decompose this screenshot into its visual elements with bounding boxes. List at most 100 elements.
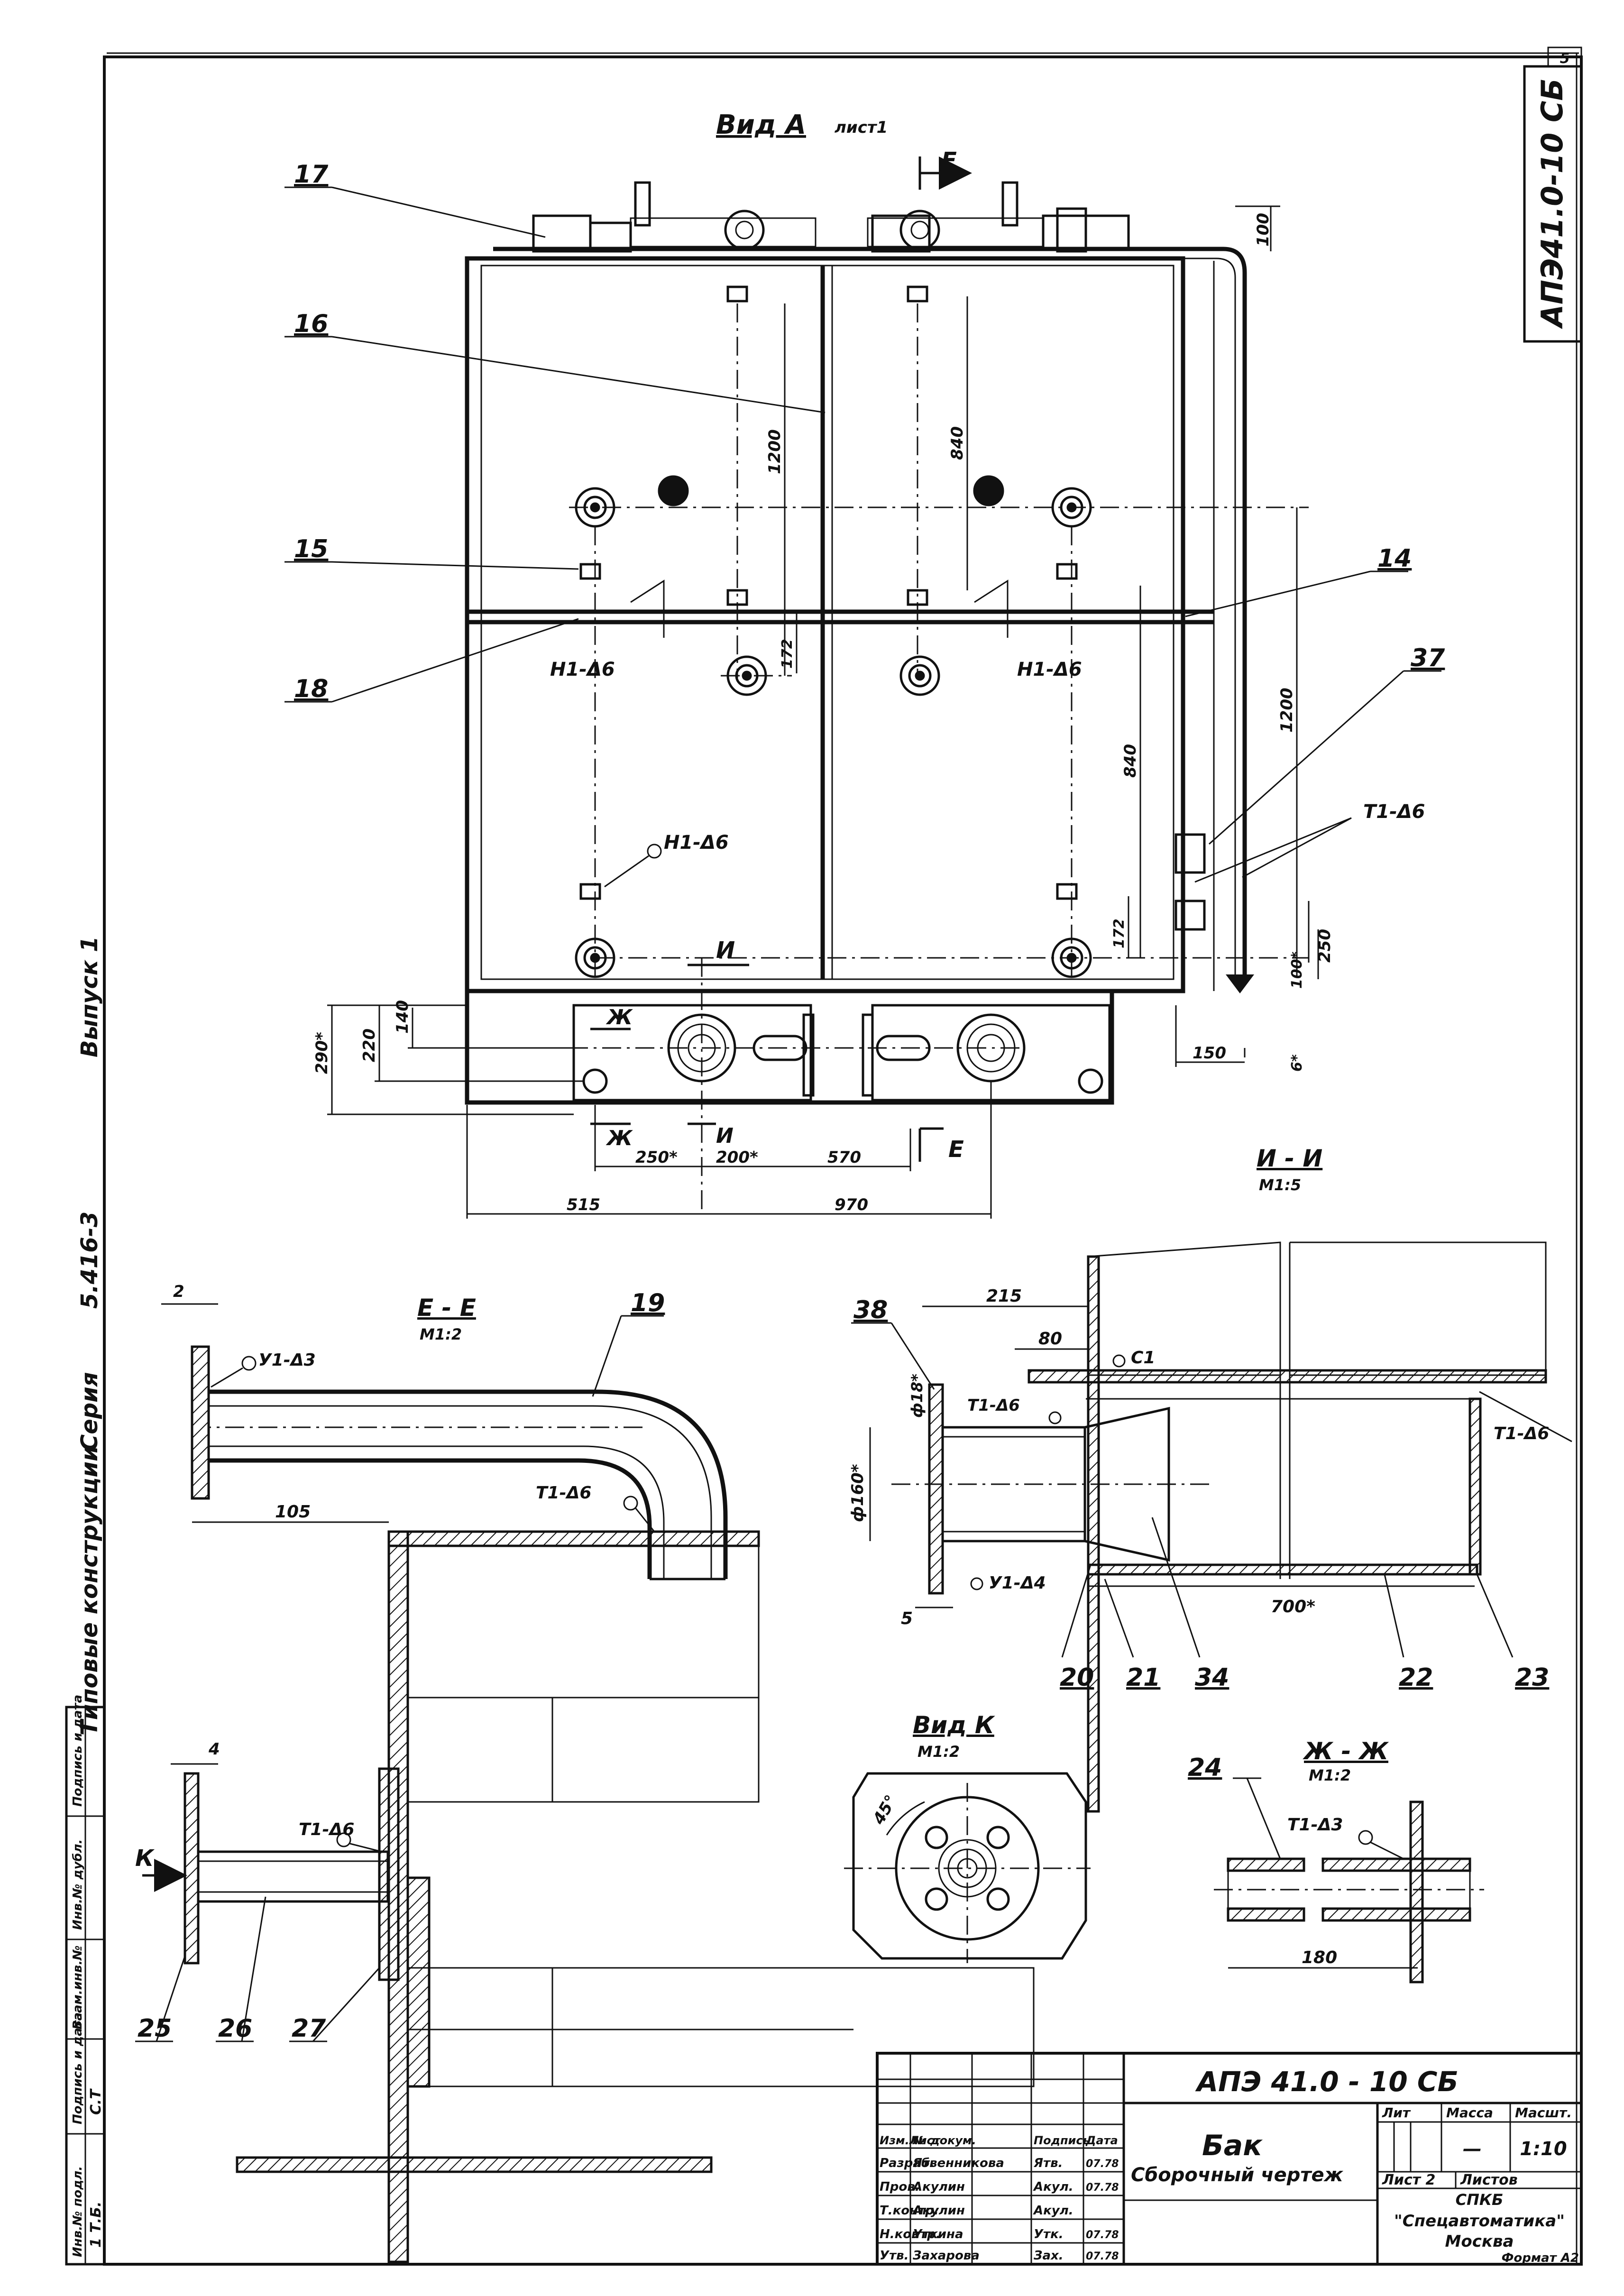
weld-h1-c: Н1-Δ6	[664, 832, 729, 854]
dim-2: 2	[173, 1282, 184, 1301]
weld-h1-a: Н1-Δ6	[550, 659, 615, 680]
section-zhzh-scale: М1:2	[1309, 1766, 1351, 1784]
tb-format: Формат А2	[1502, 2251, 1579, 2265]
view-a-title: Вид А	[716, 110, 806, 140]
mark-e-bottom: Е	[948, 1136, 964, 1163]
callout-23: 23	[1515, 1663, 1549, 1692]
tb-lit-header: Лит	[1382, 2105, 1411, 2121]
side-series-number: 5.416-3	[76, 1212, 103, 1309]
callout-37: 37	[1411, 644, 1445, 672]
dim-1200-b: 1200	[1277, 688, 1296, 733]
view-a: Вид А лист1	[284, 110, 1445, 1219]
callout-16: 16	[294, 310, 328, 338]
dim-f18: ф18*	[908, 1374, 926, 1418]
tb-subname: Сборочный чертеж	[1131, 2164, 1344, 2186]
tb-org-2: "Спецавтоматика"	[1394, 2212, 1565, 2231]
weld-t1: Т1-Δ6	[1363, 801, 1425, 823]
dim-515: 515	[567, 1195, 600, 1214]
tb-row3-sign: Акул.	[1033, 2204, 1073, 2218]
dim-172-a: 172	[779, 639, 796, 669]
view-k-left: 4 К Т1-Δ6 25 26 27	[135, 1740, 1035, 2173]
dim-105: 105	[275, 1502, 311, 1522]
tb-scale-header: Масшт.	[1515, 2105, 1572, 2121]
callout-27: 27	[292, 2014, 326, 2043]
dim-215: 215	[986, 1286, 1022, 1306]
weld-t1-k: Т1-Δ6	[299, 1820, 354, 1839]
callout-20: 20	[1060, 1663, 1094, 1692]
tb-row2-sign: Акул.	[1033, 2180, 1073, 2194]
callout-34: 34	[1195, 1663, 1229, 1692]
view-k-title: Вид К	[913, 1711, 995, 1739]
callout-17: 17	[294, 160, 329, 189]
callout-19: 19	[631, 1289, 665, 1317]
tb-sheet: Лист 2	[1382, 2172, 1435, 2188]
weld-t1-ii-b: Т1-Δ6	[1494, 1424, 1549, 1443]
section-ee-title: Е - Е	[417, 1294, 476, 1322]
dim-6: 6*	[1289, 1054, 1305, 1072]
tb-row0-sign: Подпись	[1034, 2134, 1090, 2147]
stamp-cell-sign2: Подпись и дата	[71, 1695, 85, 1807]
view-k-scale: М1:2	[918, 1743, 960, 1761]
tb-sheets: Листов	[1460, 2172, 1518, 2188]
tank-base	[465, 989, 1114, 1105]
tb-row5-role: Утв.	[880, 2249, 908, 2263]
tb-row2-date: 07.78	[1086, 2182, 1119, 2194]
callout-26: 26	[218, 2014, 252, 2043]
section-ii-title: И - И	[1257, 1145, 1322, 1172]
doc-code-corner: АПЭ41.0-10 СБ	[1535, 78, 1569, 330]
weld-y1-e: У1-Δ3	[258, 1350, 316, 1370]
dim-220: 220	[360, 1029, 379, 1062]
tb-row0-role: Изм.Лист	[880, 2134, 941, 2147]
dim-290: 290*	[312, 1032, 331, 1074]
tank-body-outline	[465, 256, 1185, 993]
view-k: Вид К М1:2 45°	[844, 1711, 1091, 1963]
tb-row1-role: Разраб.	[880, 2156, 935, 2170]
dim-700: 700*	[1271, 1597, 1315, 1616]
mark-zh-top: Ж	[606, 1005, 633, 1029]
outer-frame	[103, 55, 1583, 2266]
stamp-cell-inv: Инв.№ подл.	[71, 2166, 85, 2257]
dim-5: 5	[901, 1609, 913, 1628]
dim-80: 80	[1038, 1329, 1062, 1349]
tb-row5-sign: Зах.	[1033, 2249, 1064, 2263]
tb-mass-value: —	[1463, 2138, 1482, 2160]
dim-150: 150	[1193, 1044, 1226, 1063]
tb-row4-role: Н.контр.	[880, 2227, 941, 2241]
callout-22: 22	[1399, 1663, 1433, 1692]
section-zhzh: Ж - Ж М1:2 24 Т1-Δ3 180	[1188, 1737, 1484, 1984]
section-ee-scale: М1:2	[420, 1325, 462, 1343]
tb-mass-header: Масса	[1446, 2105, 1493, 2121]
tb-row5-name: Захарова	[912, 2249, 980, 2263]
dim-970: 970	[835, 1195, 868, 1214]
section-ee: Е - Е М1:2 2 105 19 У1-Δ3 Т1-Δ6	[161, 1282, 760, 2263]
tb-row5-date: 07.78	[1086, 2250, 1119, 2262]
view-a-note: лист1	[835, 118, 888, 137]
tb-doc-code: АПЭ 41.0 - 10 СБ	[1195, 2066, 1458, 2098]
tb-row0-date: Дата	[1085, 2134, 1118, 2147]
callout-14: 14	[1377, 544, 1412, 573]
weld-y1-ii: У1-Δ4	[989, 1573, 1046, 1593]
weld-t1-ii-a: Т1-Δ6	[967, 1396, 1020, 1415]
callout-18: 18	[294, 675, 328, 703]
tb-row4-sign: Утк.	[1034, 2227, 1064, 2241]
weld-t1-e: Т1-Δ6	[536, 1483, 591, 1503]
mark-zh-bottom: Ж	[606, 1126, 633, 1150]
callout-38: 38	[853, 1296, 888, 1324]
mark-i-bottom: И	[716, 1124, 734, 1148]
callout-24: 24	[1188, 1754, 1222, 1782]
doc-code-box	[1523, 65, 1583, 343]
side-issue: Выпуск 1	[76, 936, 103, 1057]
dim-570: 570	[827, 1148, 861, 1167]
mark-i-top: И	[716, 937, 735, 964]
section-ii: И - И М1:5 215 80 ф18* ф160* 5 700* С1	[848, 1145, 1572, 1813]
dim-1200-a: 1200	[765, 429, 784, 474]
weld-c1: С1	[1131, 1348, 1155, 1368]
section-ii-scale: М1:5	[1259, 1176, 1301, 1194]
tb-row0-name: № докум.	[912, 2134, 976, 2147]
side-series: Серия	[76, 1372, 103, 1451]
callout-15: 15	[294, 535, 328, 563]
dim-840-b: 840	[1121, 744, 1140, 778]
dim-840-a: 840	[948, 426, 967, 460]
tb-row3-name: Акулин	[912, 2204, 965, 2218]
